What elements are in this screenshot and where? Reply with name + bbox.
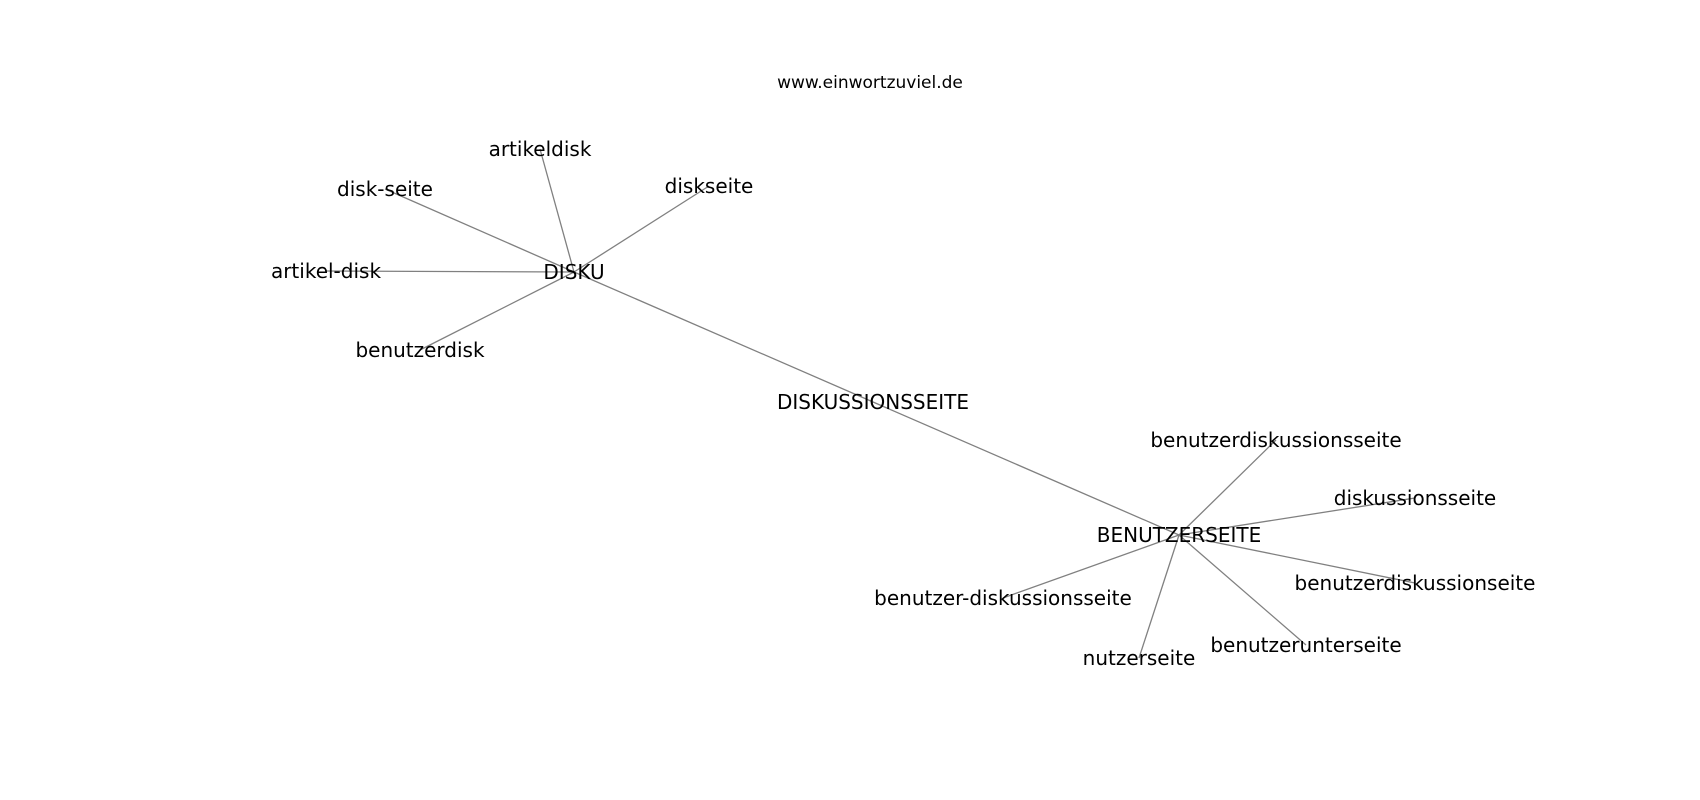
node-label-diskussionsseite: DISKUSSIONSSEITE [777,390,969,414]
node-label-benutzerunterseite: benutzerunterseite [1210,633,1401,657]
node-label-benutzer-diskussionsseite: benutzer-diskussionsseite [874,586,1132,610]
edge-benutzerseite-to-benutzerunterseite [1178,534,1307,646]
edge-disku-to-benutzerseite [573,271,1180,536]
edge-benutzerseite-to-benutzerdiskussionseite [1178,534,1416,584]
edge-disku-to-benutzerdisk [419,271,575,351]
edge-benutzerseite-to-benutzer-diskussionsseite [1002,534,1180,599]
graph-caption: www.einwortzuviel.de [777,73,963,93]
graph-edges [325,148,1416,659]
edge-disku-to-artikeldisk [539,148,575,273]
node-label-nutzerseite: nutzerseite [1083,646,1196,670]
node-label-benutzerdisk: benutzerdisk [355,338,485,362]
graph-node-labels: DISKU DISKUSSIONSSEITE BENUTZERSEITE artike… [271,137,1536,670]
edge-benutzerseite-to-nutzerseite [1138,534,1180,659]
node-label-disk-seite: disk-seite [337,177,433,201]
node-label-diskussionsseite: diskussionsseite [1334,486,1496,510]
edge-benutzerseite-to-diskussionsseite [1178,497,1416,536]
node-label-diskseite: diskseite [665,174,754,198]
edge-disku-to-diskseite [573,185,710,273]
node-label-disku: DISKU [543,260,604,284]
edge-disku-to-artikel-disk [325,270,575,273]
node-label-benutzerseite: BENUTZERSEITE [1097,523,1262,547]
node-label-benutzerdiskussionseite: benutzerdiskussionseite [1295,571,1536,595]
node-label-artikeldisk: artikeldisk [489,137,592,161]
node-label-benutzerdiskussionsseite: benutzerdiskussionsseite [1150,428,1401,452]
edge-disku-to-disk-seite [384,188,575,273]
edge-benutzerseite-to-benutzerdiskussionsseite [1178,439,1277,536]
node-label-artikel-disk: artikel-disk [271,259,381,283]
